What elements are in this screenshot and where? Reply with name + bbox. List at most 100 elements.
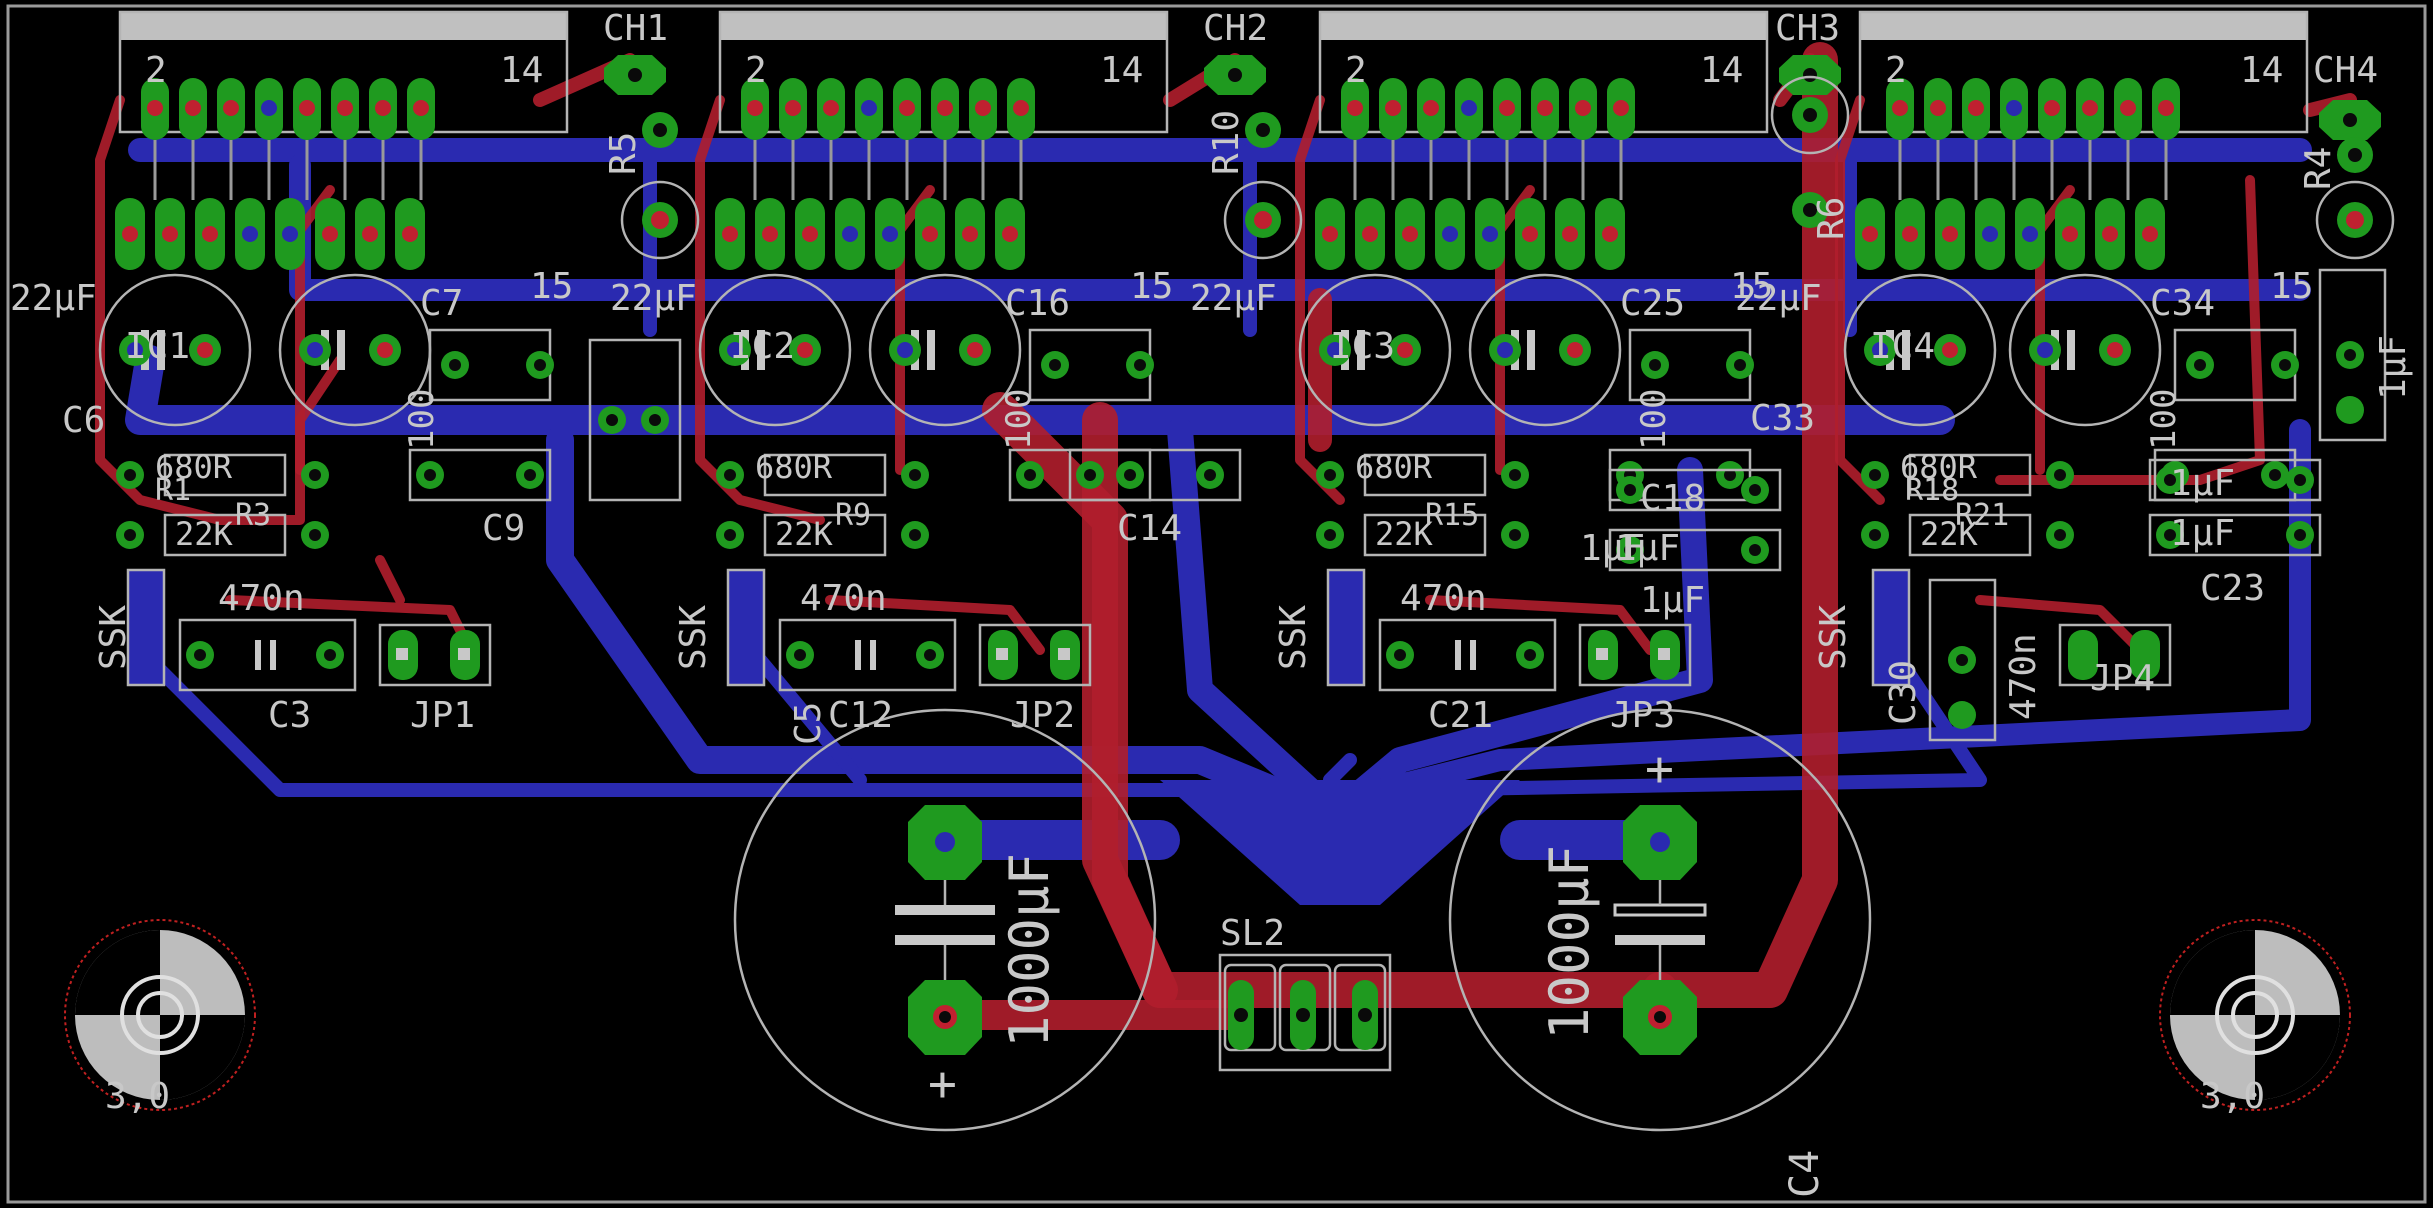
component-outline	[588, 338, 682, 502]
label-470n-3: 470n	[1400, 578, 1487, 619]
electrolytic-cap-outline	[98, 273, 252, 427]
electrolytic-cap-outline	[2008, 273, 2162, 427]
label-r18: R18	[1905, 473, 1959, 508]
label-c25: C25	[1620, 283, 1685, 324]
label-470n-2: 470n	[800, 578, 887, 619]
label-r5: R5	[603, 132, 644, 175]
ssk-diode	[1873, 570, 1909, 685]
label-r9: R9	[835, 498, 871, 533]
ssk-diode	[128, 570, 164, 685]
label-680r-4: 680R	[1900, 448, 1978, 486]
label-pin2-ic3: 2	[1345, 50, 1367, 91]
label-ic3: IC3	[1330, 326, 1395, 367]
label-mount-right: 3,0	[2200, 1076, 2265, 1117]
ic-heatsinks	[118, 10, 2309, 134]
label-c14: C14	[1117, 508, 1182, 549]
electrolytic-cap-outline	[1843, 273, 1997, 427]
electrolytic-cap-outline	[698, 273, 852, 427]
component-outline	[763, 453, 887, 497]
electrolytic-cap-outline	[1298, 273, 1452, 427]
label-jp3: JP3	[1610, 695, 1675, 736]
electrolytic-cap-outline	[868, 273, 1022, 427]
label-1000uf-left: 1000μF	[998, 853, 1061, 1048]
component-outline	[1363, 453, 1487, 497]
label-ic1: IC1	[125, 326, 190, 367]
label-1uf-b: 1μF	[1580, 528, 1645, 569]
label-1uf-d: 1μF	[2170, 513, 2235, 554]
label-22k-2: 22K	[775, 515, 834, 553]
label-jp2: JP2	[1010, 695, 1075, 736]
label-22k-1: 22K	[175, 515, 234, 553]
label-ch4: CH4	[2313, 50, 2378, 91]
label-r4: R4	[2298, 147, 2339, 190]
label-c16: C16	[1005, 283, 1070, 324]
component-outline	[763, 513, 887, 557]
label-c7: C7	[420, 283, 463, 324]
label-100-2: 100	[999, 389, 1039, 450]
label-c34: C34	[2150, 283, 2215, 324]
label-r3: R3	[235, 498, 271, 533]
component-outline	[1928, 578, 1997, 742]
label-100-3: 100	[1634, 389, 1674, 450]
label-c30: C30	[1883, 660, 1924, 725]
label-pin2-ic1: 2	[145, 50, 167, 91]
label-c33: C33	[1750, 398, 1815, 439]
silkscreen-labels: CH1 CH2 CH3 CH4 2 2 2 2 14 14 14 14 15 1…	[10, 8, 2414, 1198]
ssk-diode	[728, 570, 764, 685]
label-22k-3: 22K	[1375, 515, 1434, 553]
ssk-diode	[1328, 570, 1364, 685]
label-680r-3: 680R	[1355, 448, 1433, 486]
top-copper-traces	[95, 42, 2357, 1030]
label-r15: R15	[1425, 498, 1479, 533]
label-c18: C18	[1640, 478, 1705, 519]
label-pin14-ic1: 14	[500, 50, 543, 91]
label-pin14-ic4: 14	[2240, 50, 2283, 91]
label-c5: C5	[788, 702, 829, 745]
label-ssk-2: SSK	[673, 605, 714, 670]
component-outline	[408, 448, 552, 502]
label-ch2: CH2	[1203, 8, 1268, 49]
label-ic2: IC2	[730, 326, 795, 367]
label-pin15-ic2: 15	[1130, 266, 1173, 307]
label-plus-left: +	[928, 1056, 957, 1112]
component-outline	[1608, 468, 1782, 512]
label-22uf-2: 22μF	[610, 278, 697, 319]
label-c6: C6	[62, 400, 105, 441]
label-r10: R10	[1206, 110, 1247, 175]
label-r21: R21	[1955, 498, 2009, 533]
label-c3: C3	[268, 695, 311, 736]
component-outline	[163, 513, 287, 557]
sl2-connector[interactable]	[1218, 953, 1392, 1072]
label-22uf-1: 22μF	[10, 278, 97, 319]
label-22uf-4: 22μF	[1735, 278, 1822, 319]
label-22uf-3: 22μF	[1190, 278, 1277, 319]
component-outline	[2148, 458, 2322, 502]
small-components	[116, 268, 2387, 742]
label-jp4: JP4	[2090, 658, 2155, 699]
label-c4: C4	[1782, 1150, 1828, 1198]
label-pin15-ic3: 15	[1730, 266, 1773, 307]
label-r6: R6	[1811, 197, 1852, 240]
jumper-outline	[378, 623, 492, 687]
label-ch3: CH3	[1775, 8, 1840, 49]
jumper-outline	[1578, 623, 1692, 687]
label-100-1: 100	[402, 389, 442, 450]
component-outline	[178, 618, 357, 692]
label-1uf-e: 1μF	[1615, 528, 1680, 569]
label-pin15-ic1: 15	[530, 266, 573, 307]
label-c9: C9	[482, 508, 525, 549]
electrolytic-capacitors	[98, 273, 2162, 427]
board-outline	[6, 4, 2427, 1204]
label-1000uf-right: 1000μF	[1538, 845, 1601, 1040]
label-r1: R1	[155, 473, 191, 508]
label-pin14-ic2: 14	[1100, 50, 1143, 91]
label-1uf-c: 1μF	[2170, 463, 2235, 504]
label-c12: C12	[828, 695, 893, 736]
label-470n-4: 470n	[2003, 633, 2044, 720]
label-pin15-ic4: 15	[2270, 266, 2313, 307]
electrolytic-cap-outline	[1468, 273, 1622, 427]
label-ic4: IC4	[1870, 326, 1935, 367]
component-outline	[1068, 448, 1242, 502]
label-pin14-ic3: 14	[1700, 50, 1743, 91]
label-c23: C23	[2200, 568, 2265, 609]
